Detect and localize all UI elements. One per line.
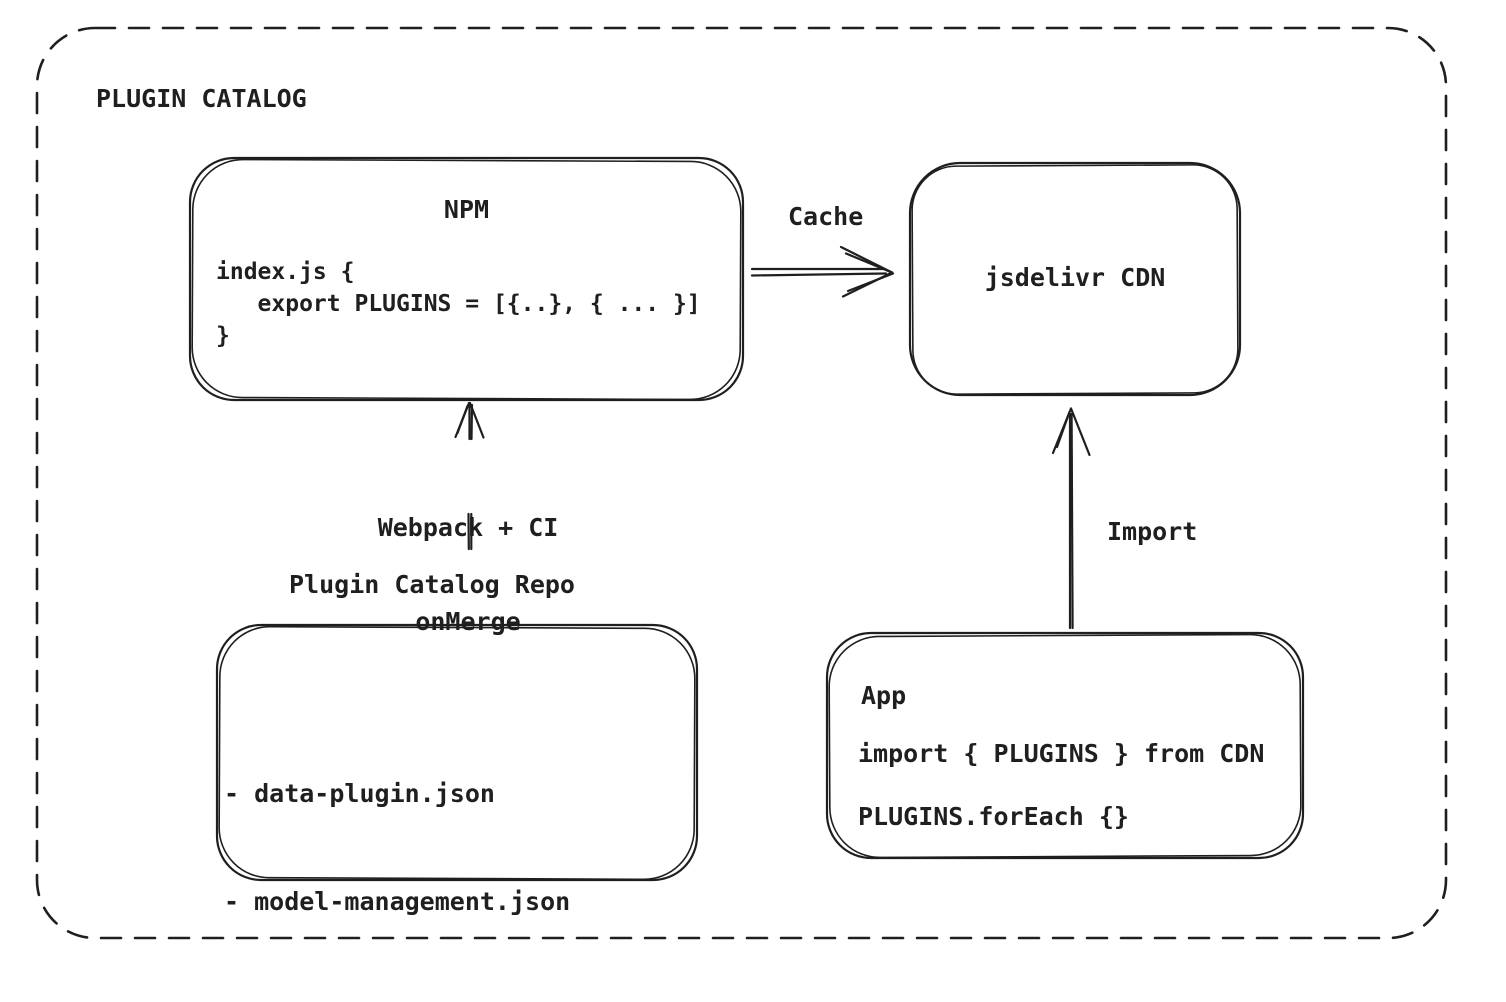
diagram-title: PLUGIN CATALOG — [96, 84, 307, 113]
npm-node-title: NPM — [443, 195, 490, 224]
repo-file-list: - data-plugin.json - model-management.js… — [224, 704, 570, 1002]
import-arrow — [1051, 407, 1091, 630]
repo-node-label: Plugin Catalog Repo — [289, 570, 575, 599]
build-edge-label: Webpack + CI onMerge — [332, 449, 604, 701]
npm-box-shape — [188, 156, 745, 402]
app-code-line-2: PLUGINS.forEach {} — [858, 802, 1129, 831]
npm-code-line-3: } — [216, 323, 230, 349]
app-code-line-1: import { PLUGINS } from CDN — [858, 739, 1265, 768]
repo-file-item-2: - model-management.json — [224, 887, 571, 916]
catalog-boundary-box — [35, 26, 1448, 940]
cdn-box-shape — [908, 161, 1242, 397]
cache-edge-label: Cache — [788, 202, 864, 231]
build-edge-label-line-2: onMerge — [415, 607, 521, 636]
cache-arrow — [750, 245, 895, 298]
repo-file-item-3: ... — [224, 992, 570, 1002]
cdn-node-title: jsdelivr CDN — [984, 263, 1166, 292]
webpack-arrow — [454, 401, 485, 551]
npm-code-line-1: index.js { — [216, 259, 355, 285]
repo-box-shape — [215, 623, 699, 882]
app-node-title: App — [861, 681, 907, 710]
repo-file-item-1: - data-plugin.json — [224, 779, 495, 808]
app-box-shape — [825, 631, 1305, 860]
shapes-root — [35, 26, 1448, 940]
import-edge-label: Import — [1107, 517, 1198, 546]
npm-code-line-2: export PLUGINS = [{..}, { ... }] — [216, 291, 701, 317]
build-edge-label-line-1: Webpack + CI — [377, 512, 559, 542]
